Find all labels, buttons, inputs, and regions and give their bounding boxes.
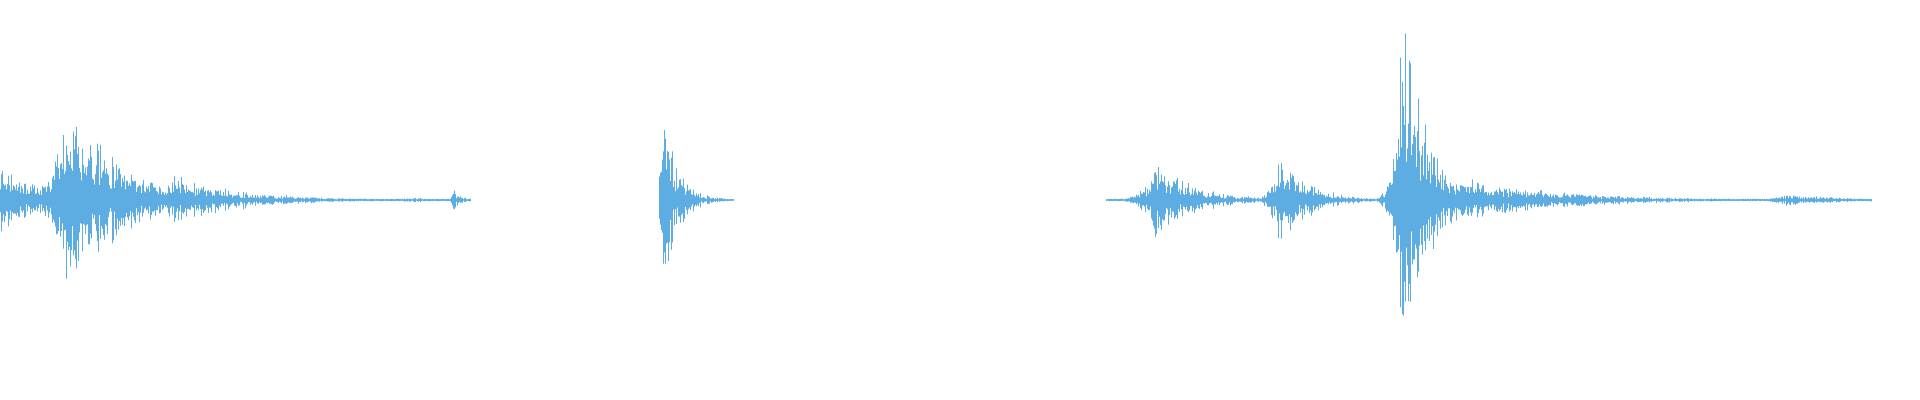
waveform-bars: [0, 33, 1872, 316]
